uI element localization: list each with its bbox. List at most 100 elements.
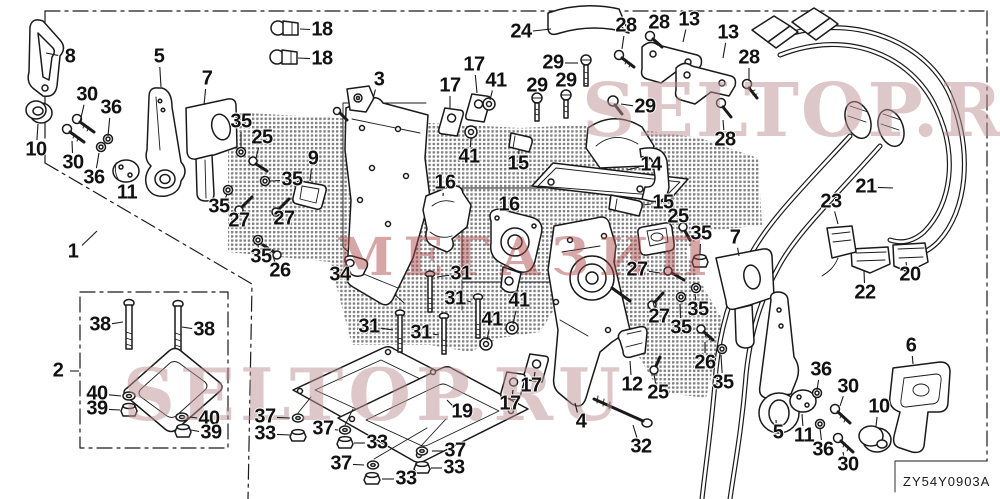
leader-line-18	[299, 28, 311, 31]
mounting-plates	[289, 345, 529, 485]
callout-part-11: 11	[793, 424, 815, 447]
rings-41	[464, 97, 519, 351]
callout-part-5: 5	[153, 45, 165, 68]
callout-part-3: 3	[373, 68, 385, 91]
leader-line-31	[466, 300, 472, 303]
right-lever-hardware	[789, 387, 855, 454]
leader-line-27	[652, 301, 656, 308]
callout-part-38: 38	[89, 313, 111, 336]
leader-line-28	[722, 119, 725, 131]
callout-part-35: 35	[230, 110, 252, 133]
leader-line-39	[108, 408, 121, 411]
callout-part-13: 13	[717, 21, 739, 44]
leader-line-37	[352, 463, 365, 466]
leader-line-32	[632, 424, 638, 438]
callout-part-15: 15	[507, 152, 529, 175]
callout-part-2: 2	[52, 359, 64, 382]
leader-line-35	[720, 354, 723, 374]
leader-line-25	[653, 373, 657, 384]
callout-part-19: 19	[451, 400, 473, 423]
leader-line-25	[255, 147, 260, 159]
leader-line-41	[512, 310, 517, 325]
callout-part-29: 29	[526, 74, 548, 97]
leader-line-41	[489, 90, 493, 101]
callout-part-9: 9	[307, 147, 319, 170]
screws-28	[613, 30, 759, 119]
leader-line-17	[533, 371, 536, 377]
callout-part-35: 35	[250, 245, 272, 268]
callout-part-28: 28	[714, 128, 736, 151]
callout-part-31: 31	[450, 262, 472, 285]
callout-part-29: 29	[555, 69, 577, 92]
callout-part-7: 7	[201, 67, 213, 90]
callout-part-23: 23	[820, 190, 842, 213]
callout-part-34: 34	[329, 263, 351, 286]
callout-part-35: 35	[712, 371, 734, 394]
callout-part-33: 33	[395, 467, 417, 490]
leader-line-31	[432, 333, 440, 336]
callout-part-37: 37	[312, 417, 334, 440]
callout-part-21: 21	[855, 175, 877, 198]
callout-part-13: 13	[678, 8, 700, 31]
leader-line-1	[81, 230, 98, 246]
callout-part-33: 33	[443, 456, 465, 479]
callout-part-41: 41	[485, 69, 507, 92]
callout-part-20: 20	[899, 263, 921, 286]
drawing-number: ZY54Y0903A	[903, 474, 991, 489]
callout-part-17: 17	[463, 53, 485, 76]
leader-line-40	[108, 394, 122, 397]
callout-part-40: 40	[198, 407, 220, 430]
callout-part-22: 22	[854, 281, 876, 304]
leader-line-35	[694, 293, 697, 301]
callout-part-36: 36	[812, 438, 834, 461]
leader-line-31	[380, 327, 394, 331]
part-10-grommet-right	[858, 425, 892, 453]
callout-part-41: 41	[458, 145, 480, 168]
part-7-boot-left	[185, 98, 238, 202]
leader-line-5	[159, 66, 162, 88]
callout-part-37: 37	[330, 452, 352, 475]
leader-line-7	[203, 88, 207, 106]
part-9-dampers	[292, 180, 675, 256]
part-16-link	[489, 208, 543, 294]
callout-part-16: 16	[498, 193, 520, 216]
callout-part-30: 30	[76, 83, 98, 106]
leader-line-18	[297, 57, 311, 60]
part-10-grommet-left	[25, 100, 53, 124]
leader-line-30	[71, 140, 74, 154]
leader-line-13	[722, 42, 727, 59]
leader-line-24	[532, 28, 552, 32]
leader-line-40	[189, 416, 198, 419]
callout-part-11: 11	[116, 181, 138, 204]
callout-part-17: 17	[520, 374, 542, 397]
wire-harness	[699, 7, 967, 499]
callout-part-27: 27	[273, 207, 295, 230]
callout-part-38: 38	[193, 318, 215, 341]
part-6-bracket	[888, 361, 951, 454]
callout-part-26: 26	[269, 259, 291, 282]
part-3-housing	[332, 85, 431, 306]
leader-line-33	[276, 433, 291, 436]
callout-part-33: 33	[254, 422, 276, 445]
leader-line-15	[642, 203, 652, 206]
part-18-knobs	[269, 20, 299, 65]
callout-part-25: 25	[647, 381, 669, 404]
callout-part-40: 40	[86, 382, 108, 405]
callout-part-31: 31	[410, 321, 432, 344]
leader-line-37	[276, 416, 291, 419]
callout-part-15: 15	[652, 191, 674, 214]
part-5-lever-right	[758, 291, 800, 434]
leader-line-26	[272, 255, 276, 263]
callout-part-36: 36	[810, 358, 832, 381]
right-hardware	[647, 222, 728, 375]
leader-line-35	[224, 193, 228, 199]
callout-part-35: 35	[281, 168, 303, 191]
callout-part-6: 6	[905, 334, 917, 357]
callout-part-29: 29	[634, 95, 656, 118]
part-24-cover	[547, 5, 630, 36]
callout-part-7: 7	[729, 226, 741, 249]
part-4-housing	[547, 216, 632, 407]
clevis-pins-17	[438, 93, 549, 401]
leader-line-12	[629, 360, 632, 376]
